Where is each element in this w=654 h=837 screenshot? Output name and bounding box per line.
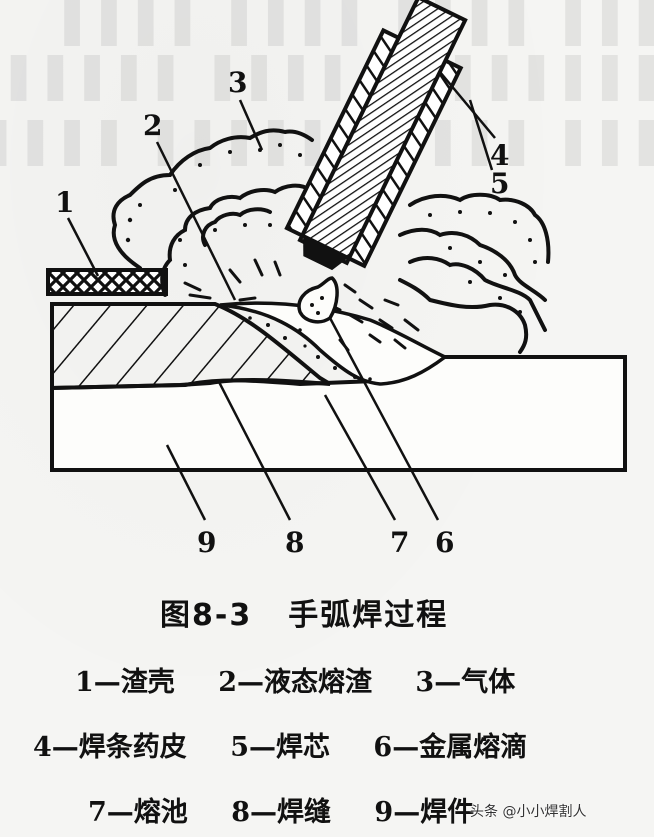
legend-item: 1—渣壳 <box>75 667 175 698</box>
callout-3: 3 <box>228 66 247 99</box>
legend-row-1: 1—渣壳 2—液态熔渣 3—气体 <box>75 660 549 699</box>
legend-item: 9—焊件 <box>374 797 475 828</box>
callout-5: 5 <box>490 167 509 200</box>
legend-row-2: 4—焊条药皮 5—焊芯 6—金属熔滴 <box>33 725 561 764</box>
callout-9: 9 <box>197 526 216 559</box>
electrode <box>284 0 468 271</box>
callout-8: 8 <box>285 526 304 559</box>
legend-item: 4—焊条药皮 <box>33 732 187 763</box>
slag-crust <box>46 268 168 296</box>
legend-item: 5—焊芯 <box>230 732 330 763</box>
weld-bead <box>50 302 332 391</box>
callout-labels: 1 2 3 4 5 6 7 8 9 <box>55 66 509 559</box>
callout-2: 2 <box>143 109 162 142</box>
callout-7: 7 <box>390 526 409 559</box>
legend-item: 6—金属熔滴 <box>373 732 528 763</box>
callout-4: 4 <box>490 139 509 172</box>
legend-item: 3—气体 <box>415 667 516 698</box>
callout-6: 6 <box>435 526 454 559</box>
legend-item: 2—液态熔渣 <box>218 667 372 698</box>
legend-row-3: 7—熔池 8—焊缝 9—焊件 <box>88 790 508 829</box>
welding-process-diagram: 1 2 3 4 5 6 7 8 9 <box>46 0 627 559</box>
callout-leaders <box>66 71 496 521</box>
figure-title: 手弧焊过程 <box>288 598 449 633</box>
metal-droplet <box>297 276 339 324</box>
figure-caption: 图8-3 手弧焊过程 <box>160 590 448 634</box>
legend-item: 7—熔池 <box>88 797 188 828</box>
figure-number: 图8-3 <box>160 598 253 633</box>
callout-1: 1 <box>55 186 74 219</box>
watermark: 头条 @小小焊割人 <box>470 804 587 820</box>
legend-item: 8—焊缝 <box>231 797 331 828</box>
gas-cloud <box>111 128 551 354</box>
